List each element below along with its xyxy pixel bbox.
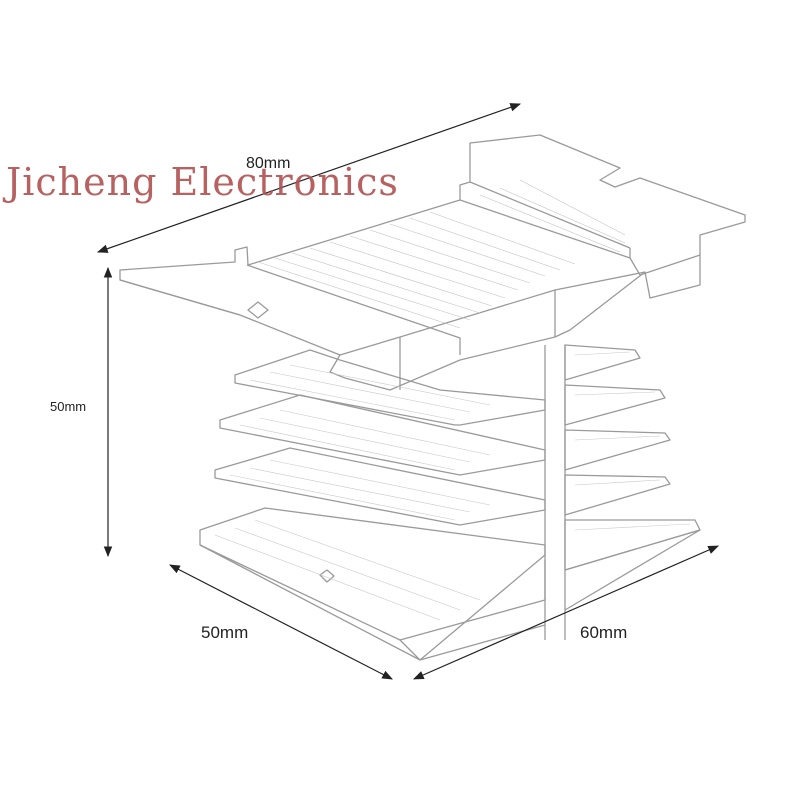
dimension-arrows — [96, 103, 719, 680]
arrow-top-length — [96, 103, 522, 253]
watermark-text: Jicheng Electronics — [6, 160, 399, 204]
arrow-depth — [169, 564, 393, 680]
label-depth: 50mm — [201, 623, 248, 642]
label-top-length: 80mm — [246, 155, 290, 172]
arrow-width — [413, 545, 719, 680]
label-height: 50mm — [50, 399, 86, 414]
label-width: 60mm — [580, 623, 627, 642]
heatsink-body — [119, 134, 746, 661]
